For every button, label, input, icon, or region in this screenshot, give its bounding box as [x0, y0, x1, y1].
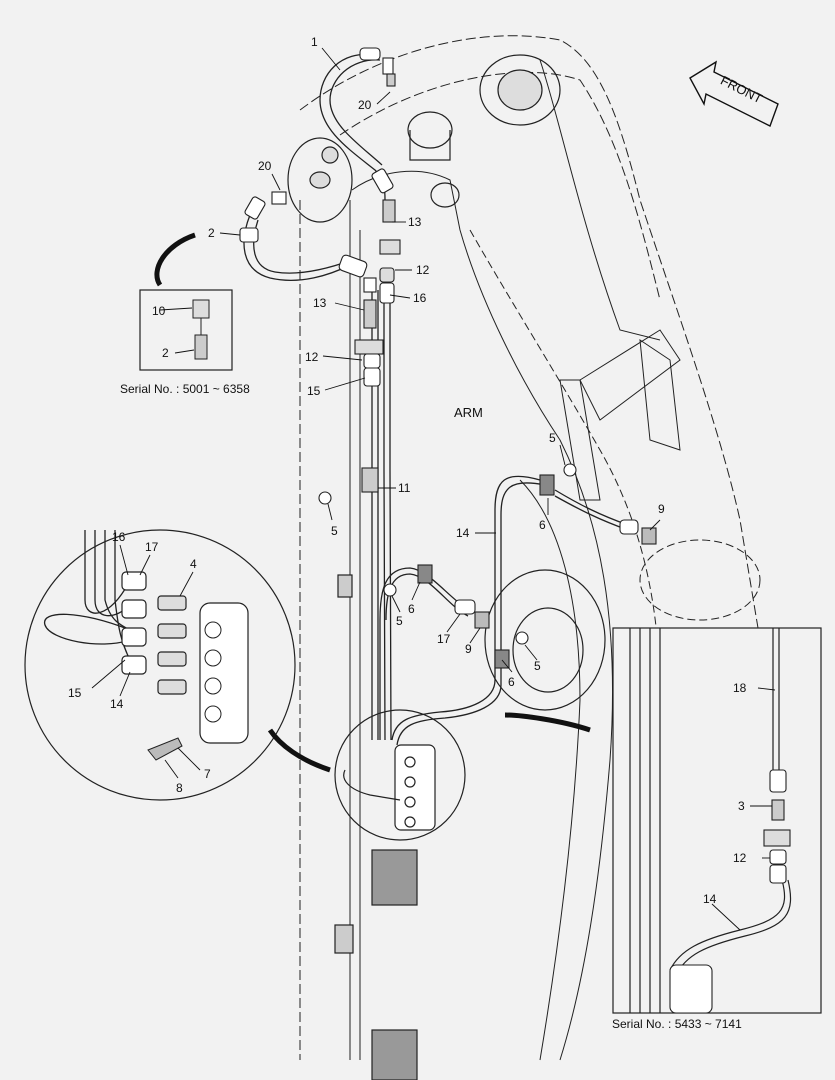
callout-2-inset: 2	[162, 346, 169, 360]
callout-3: 3	[738, 799, 745, 813]
callout-6-lower: 6	[508, 675, 515, 689]
callout-9-mid: 9	[465, 642, 472, 656]
callout-11: 11	[398, 481, 411, 495]
callout-14-main: 14	[456, 526, 470, 540]
callout-6-upper: 6	[539, 518, 546, 532]
callout-13-mid: 13	[313, 296, 327, 310]
callout-15-detail: 15	[68, 686, 82, 700]
callout-18: 18	[733, 681, 747, 695]
pin-bosses	[287, 54, 606, 1080]
serial-small: Serial No. : 5001 ~ 6358	[120, 382, 250, 396]
callout-8: 8	[176, 781, 183, 795]
callout-15-mid: 15	[307, 384, 321, 398]
inset-serial-5433-7141	[504, 627, 822, 1014]
callout-20-left: 20	[258, 159, 272, 173]
callout-10: 10	[152, 304, 166, 318]
fittings	[239, 47, 657, 669]
callout-labels: 1 20 20 13 2 12 16 13 12 15 ARM 11 5 5 6…	[68, 35, 747, 1031]
callout-1: 1	[311, 35, 318, 49]
manifold-callout-circle	[24, 529, 296, 801]
callout-12-inset: 12	[733, 851, 747, 865]
callout-14-detail: 14	[110, 697, 124, 711]
callout-4: 4	[190, 557, 197, 571]
arm-outline	[299, 35, 761, 1061]
callout-16-detail: 16	[112, 530, 126, 544]
callout-17-detail: 17	[145, 540, 159, 554]
callout-16-top: 16	[413, 291, 427, 305]
callout-2-main: 2	[208, 226, 215, 240]
callout-6-mid: 6	[408, 602, 415, 616]
callout-12-mid: 12	[305, 350, 319, 364]
callout-5-upper: 5	[549, 431, 556, 445]
callout-7: 7	[204, 767, 211, 781]
leader-lines	[91, 47, 776, 931]
callout-14-inset: 14	[703, 892, 717, 906]
arm-label: ARM	[454, 405, 483, 420]
detail-pointer	[267, 728, 331, 773]
callout-5-lower: 5	[534, 659, 541, 673]
callout-12-top: 12	[416, 263, 430, 277]
callout-5-mid: 5	[396, 614, 403, 628]
front-arrow: FRONT	[689, 60, 779, 127]
manifold-detail	[334, 709, 466, 841]
callout-17-mid: 17	[437, 632, 451, 646]
callout-9-right: 9	[658, 502, 665, 516]
callout-5-left: 5	[331, 524, 338, 538]
serial-large: Serial No. : 5433 ~ 7141	[612, 1017, 742, 1031]
callout-13-top: 13	[408, 215, 422, 229]
callout-20-top: 20	[358, 98, 372, 112]
inset-serial-5001-6358	[139, 232, 233, 371]
